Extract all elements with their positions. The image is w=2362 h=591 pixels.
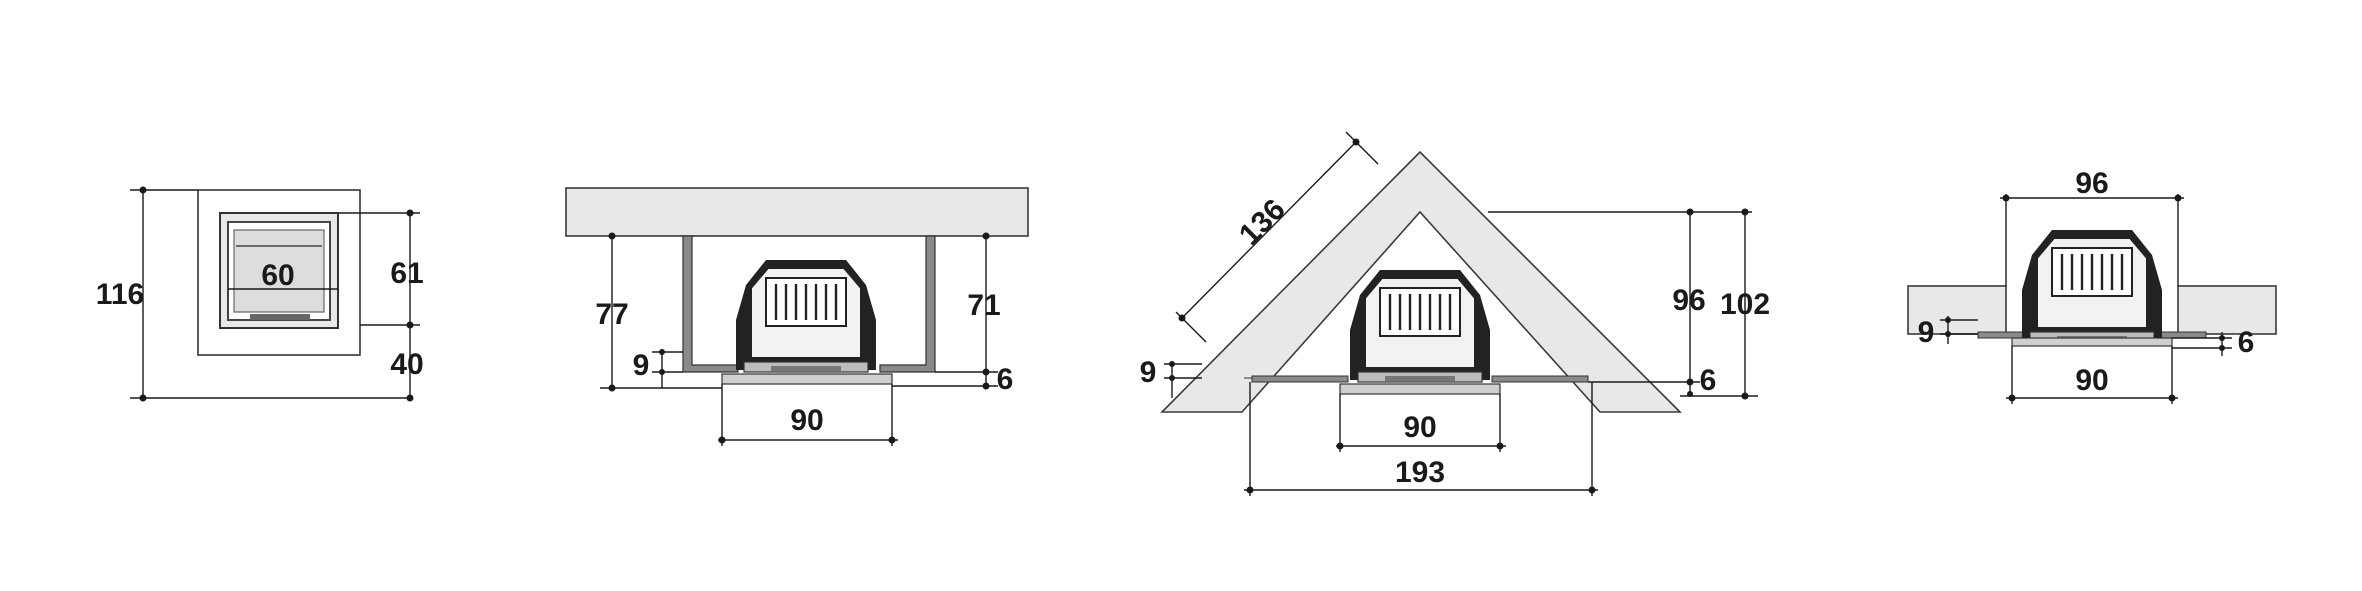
front-handle bbox=[250, 314, 310, 320]
corner-outer-height-label: 102 bbox=[1720, 288, 1770, 321]
corner-frame bbox=[1339, 383, 1501, 395]
wall-slab bbox=[565, 187, 1029, 237]
island-view: 96 9 6 90 bbox=[1907, 167, 2277, 404]
corner-view: 136 9 96 102 6 90 193 bbox=[1140, 131, 1770, 496]
corner-diagonal-label: 136 bbox=[1233, 193, 1292, 252]
island-top-width-label: 96 bbox=[2075, 167, 2108, 200]
front-base-height-label: 40 bbox=[390, 348, 423, 381]
wall-frame-depth-label: 6 bbox=[997, 363, 1014, 396]
front-glass bbox=[233, 229, 325, 313]
front-insert-height-label: 61 bbox=[390, 257, 423, 290]
corner-offset-label: 9 bbox=[1140, 356, 1157, 389]
corner-total-width-label: 193 bbox=[1395, 456, 1445, 489]
island-frame bbox=[2011, 337, 2173, 347]
wall-right-enclosure bbox=[879, 235, 936, 373]
corner-insert bbox=[1348, 268, 1492, 384]
front-height-total-label: 116 bbox=[96, 278, 144, 311]
island-bottom-width-label: 90 bbox=[2075, 364, 2108, 397]
wall-frame bbox=[721, 373, 893, 385]
wall-right-height-label: 71 bbox=[967, 289, 1000, 322]
wall-left-height-label: 77 bbox=[595, 298, 628, 331]
island-offset-label: 9 bbox=[1918, 316, 1935, 349]
wall-width-label: 90 bbox=[790, 404, 823, 437]
wall-insert bbox=[734, 258, 878, 374]
island-left-wall bbox=[1907, 285, 2007, 335]
front-width-label: 60 bbox=[261, 259, 294, 292]
corner-walls bbox=[1160, 150, 1682, 413]
wall-left-enclosure bbox=[682, 235, 739, 373]
island-right-wall bbox=[2177, 285, 2277, 335]
corner-insert-width-label: 90 bbox=[1403, 411, 1436, 444]
island-frame-depth-label: 6 bbox=[2238, 326, 2255, 359]
corner-inner-height-label: 96 bbox=[1672, 284, 1705, 317]
corner-frame-depth-label: 6 bbox=[1700, 364, 1717, 397]
island-insert bbox=[2020, 228, 2164, 344]
wall-offset-label: 9 bbox=[633, 349, 650, 382]
front-view: 116 61 40 60 bbox=[96, 186, 424, 402]
wall-view: 77 9 71 6 90 bbox=[565, 187, 1029, 446]
